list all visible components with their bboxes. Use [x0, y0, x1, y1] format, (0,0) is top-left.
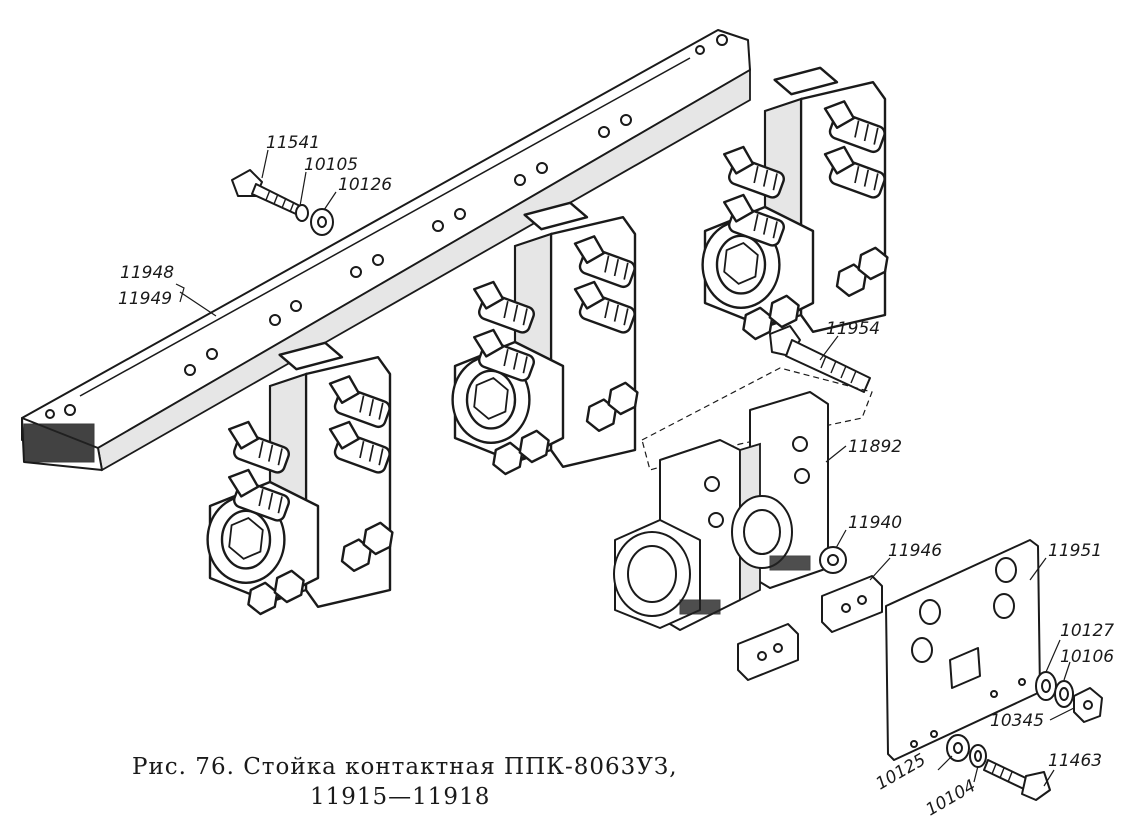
bolt-11541	[231, 169, 301, 215]
label-10104: 10104	[923, 776, 980, 820]
leader-lines	[175, 149, 1075, 787]
label-10105: 10105	[304, 155, 358, 175]
label-11951: 11951	[1048, 541, 1102, 561]
label-10345: 10345	[990, 711, 1044, 731]
bolt-11954	[769, 325, 871, 393]
bar-holes	[184, 114, 632, 376]
lock-washer-10106	[1054, 680, 1074, 708]
lock-washer-10105	[295, 204, 309, 222]
figure-caption: Рис. 76. Стойка контактная ППК-8063УЗ, 1…	[132, 752, 692, 812]
label-10127: 10127	[1060, 621, 1114, 641]
label-10126: 10126	[338, 175, 392, 195]
label-11948: 11948	[120, 263, 174, 283]
label-11892: 11892	[848, 437, 902, 457]
washer-10127	[1035, 671, 1057, 701]
flat-washer-10126	[310, 208, 334, 236]
insulator-block-11946-a	[821, 575, 883, 633]
label-11954: 11954	[826, 319, 880, 339]
spring-washer-11940	[819, 546, 847, 574]
caption-line-1: Рис. 76. Стойка контактная ППК-8063УЗ,	[132, 754, 678, 780]
washer-10125	[946, 734, 970, 762]
caption-line-2: 11915—11918	[310, 784, 491, 810]
label-11541: 11541	[266, 133, 320, 153]
lock-washer-10104	[969, 744, 987, 768]
label-11940: 11940	[848, 513, 902, 533]
insulator-block-11946-b	[737, 623, 799, 681]
nut-10345	[1073, 687, 1103, 723]
label-11463: 11463	[1048, 751, 1102, 771]
label-11949: 11949	[118, 289, 172, 309]
contact-pair-11892	[613, 367, 873, 631]
label-10106: 10106	[1060, 647, 1114, 667]
label-11946: 11946	[888, 541, 942, 561]
contact-bar	[21, 29, 751, 472]
bolt-11463	[983, 759, 1051, 801]
